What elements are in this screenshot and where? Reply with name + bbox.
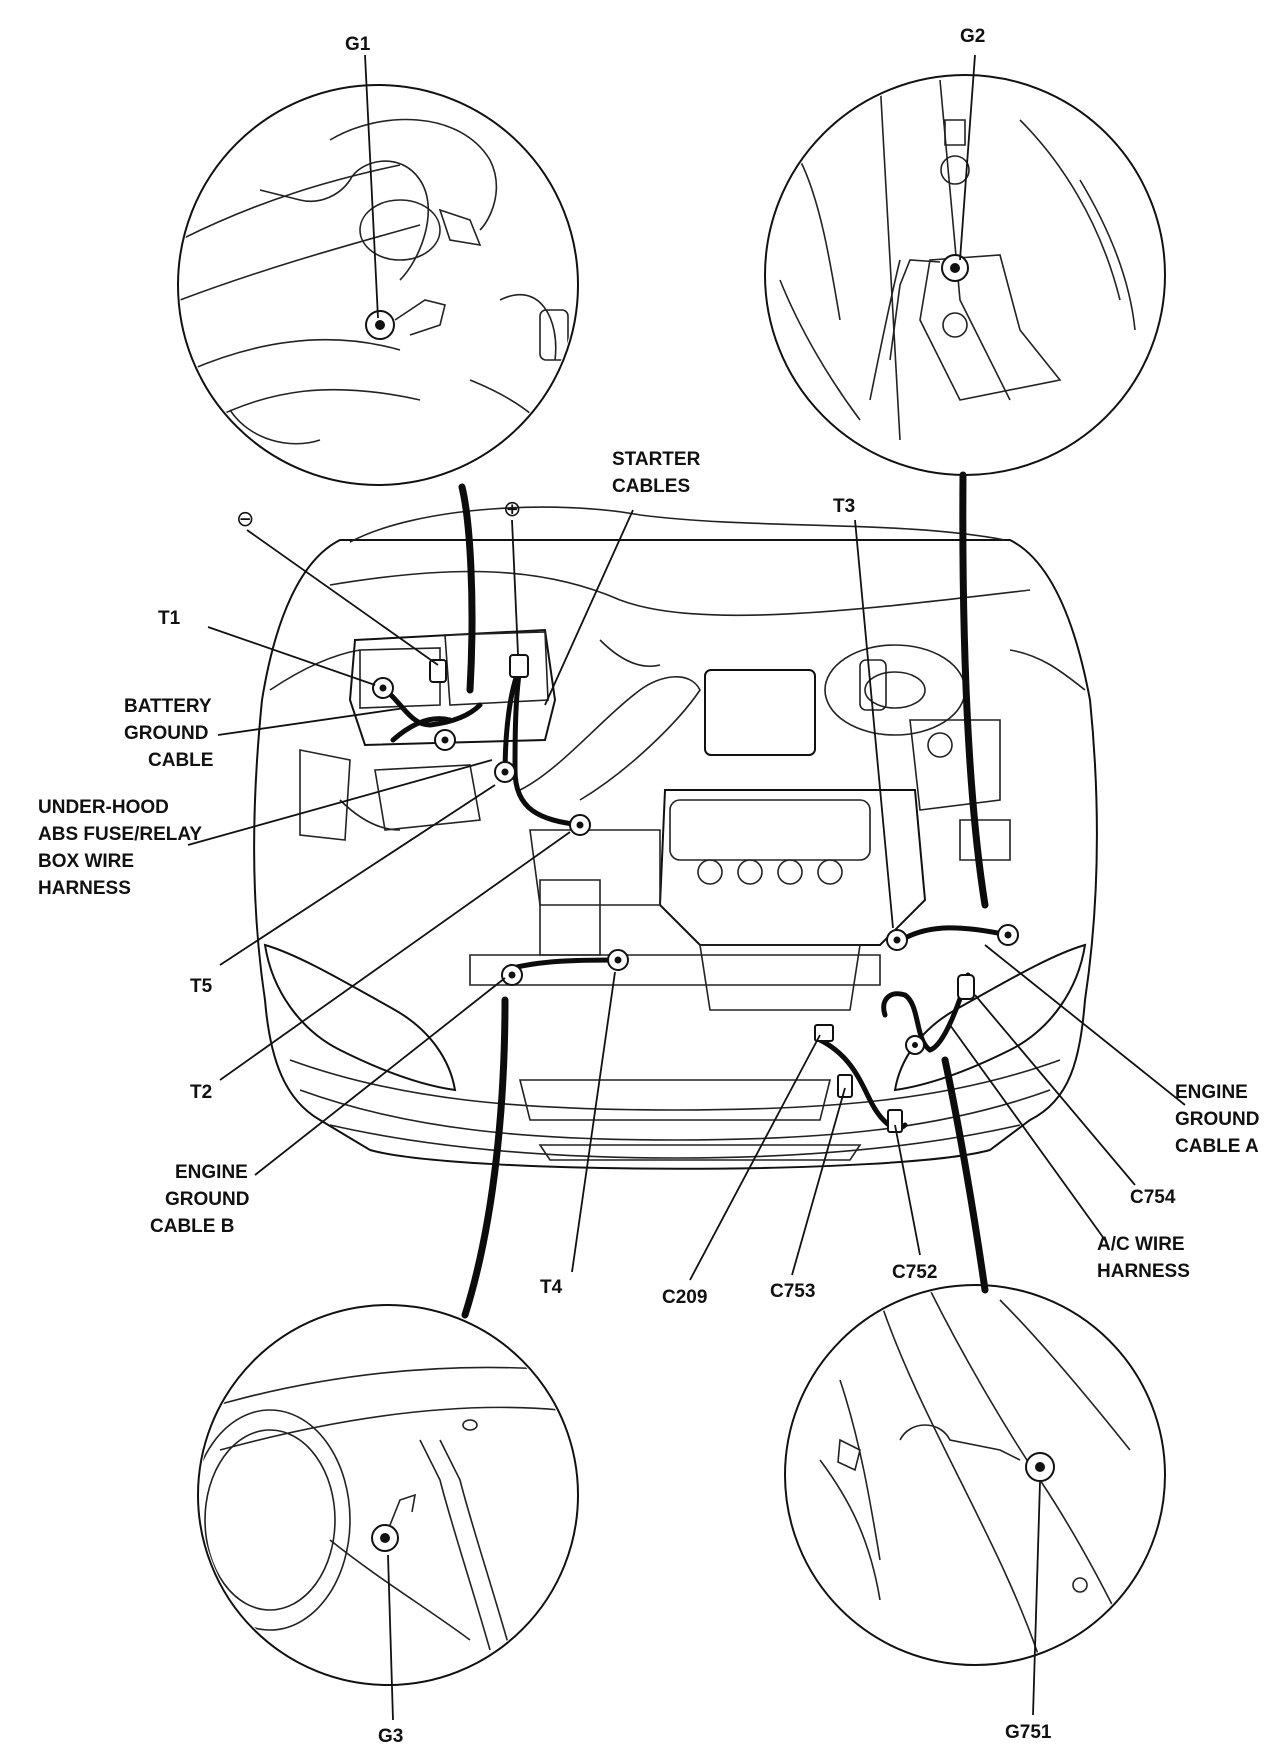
t5-bolt — [494, 761, 516, 783]
battery-ground-cable-branch — [390, 716, 453, 743]
label-g2: G2 — [960, 26, 985, 47]
terminals — [372, 654, 1019, 1133]
battery-positive-terminal — [509, 654, 529, 678]
label-battery-negative: ⊖ — [236, 507, 254, 532]
ac-harness-bolt — [905, 1035, 925, 1055]
ground-bolt-battery — [434, 729, 456, 751]
t1-bolt — [372, 677, 394, 699]
g751-connector — [941, 1056, 989, 1294]
label-engine-ground-cable-a-1: ENGINE — [1175, 1082, 1248, 1103]
engine-ground-cable-a — [902, 925, 1011, 941]
label-t5: T5 — [190, 976, 213, 997]
label-engine-ground-cable-a-3: CABLE A — [1175, 1136, 1259, 1157]
label-underhood-abs-1: UNDER-HOOD — [38, 797, 169, 818]
label-underhood-abs-2: ABS FUSE/RELAY — [38, 824, 202, 845]
g1-connector — [458, 483, 476, 694]
label-ac-wire-harness-1: A/C WIRE — [1097, 1234, 1185, 1255]
ac-wire-harness — [881, 972, 971, 1053]
c754-connector — [957, 974, 975, 1000]
label-c209: C209 — [662, 1287, 707, 1308]
label-g751: G751 — [1005, 1722, 1052, 1743]
label-c752: C752 — [892, 1262, 937, 1283]
label-engine-ground-cable-b-1: ENGINE — [175, 1162, 248, 1183]
label-t1: T1 — [158, 608, 181, 629]
engine-ground-b-bolt — [501, 964, 523, 986]
g3-connector — [461, 996, 509, 1319]
label-battery-ground-cable-2: GROUND — [124, 723, 208, 744]
car-body — [253, 506, 1098, 1170]
g1-detail-view — [177, 84, 579, 486]
detail-connector-lines — [458, 471, 989, 1319]
label-c754: C754 — [1130, 1187, 1176, 1208]
c752-connector — [887, 1109, 903, 1133]
label-starter-cables-2: CABLES — [612, 476, 690, 497]
label-t4: T4 — [540, 1277, 563, 1298]
label-t3: T3 — [833, 496, 855, 517]
leader-lines — [187, 54, 1186, 1721]
battery-negative-terminal — [429, 659, 447, 683]
g2-detail-view — [764, 74, 1166, 476]
label-engine-ground-cable-b-2: GROUND — [165, 1189, 249, 1210]
engine-bay-components — [299, 628, 1011, 1011]
label-g3: G3 — [378, 1726, 403, 1747]
c753-connector — [837, 1074, 853, 1098]
battery-ground-cable — [380, 685, 483, 728]
label-battery-ground-cable-1: BATTERY — [124, 696, 212, 717]
g751-detail-view — [784, 1284, 1166, 1666]
g2-connector — [959, 471, 989, 909]
engine-ground-cable-b — [502, 957, 621, 973]
label-battery-positive: ⊕ — [503, 497, 521, 522]
t2-bolt — [569, 814, 591, 836]
label-c753: C753 — [770, 1281, 815, 1302]
label-ac-wire-harness-2: HARNESS — [1097, 1261, 1190, 1282]
label-g1: G1 — [345, 34, 371, 55]
label-starter-cables-1: STARTER — [612, 449, 701, 470]
t4-bolt — [607, 949, 629, 971]
t3-bolt — [886, 929, 908, 951]
label-t2: T2 — [190, 1082, 212, 1103]
labels: G1 G2 G3 G751 ⊖ ⊕ STARTER CABLES T1 T3 B… — [38, 26, 1259, 1747]
label-engine-ground-cable-b-3: CABLE B — [150, 1216, 234, 1237]
label-underhood-abs-4: HARNESS — [38, 878, 131, 899]
label-engine-ground-cable-a-2: GROUND — [1175, 1109, 1259, 1130]
engine-ground-a-bolt — [997, 924, 1019, 946]
label-battery-ground-cable-3: CABLE — [148, 750, 213, 771]
label-underhood-abs-3: BOX WIRE — [38, 851, 134, 872]
g3-detail-view — [197, 1304, 579, 1686]
